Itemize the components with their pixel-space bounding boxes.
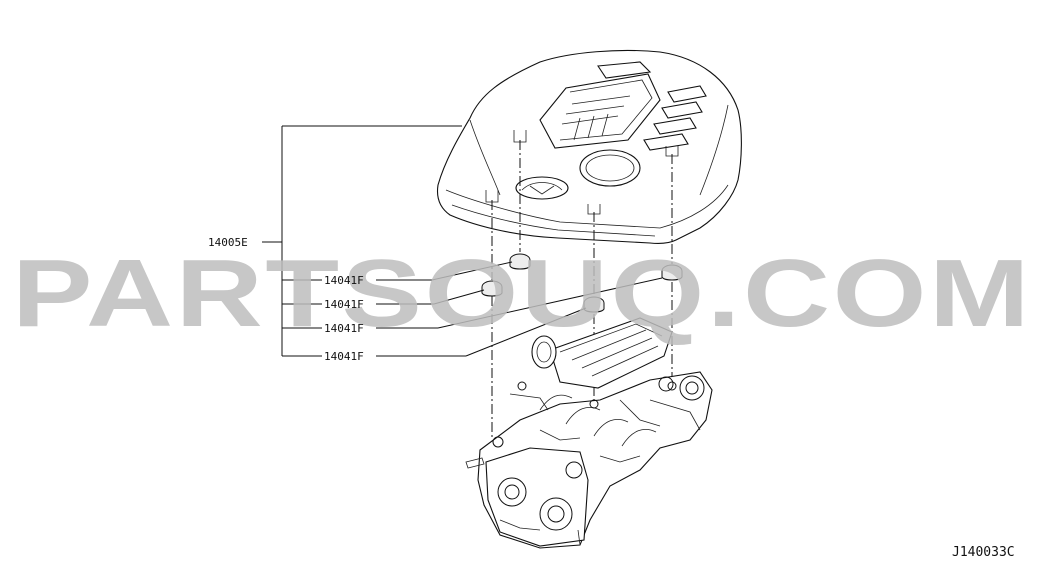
part-label-14041f-3[interactable]: 14041F xyxy=(324,322,364,335)
part-label-14041f-1[interactable]: 14041F xyxy=(324,274,364,287)
grommet-4[interactable] xyxy=(661,264,683,281)
leader-lines xyxy=(262,125,663,357)
alignment-lines xyxy=(491,140,673,440)
watermark: PARTSOUQ.COM xyxy=(12,240,1032,347)
part-label-14005e[interactable]: 14005E xyxy=(208,236,248,249)
grommet-2[interactable] xyxy=(481,280,503,297)
diagram-code: J140033C xyxy=(952,545,1015,560)
grommet-1[interactable] xyxy=(509,253,531,270)
engine-cover[interactable] xyxy=(436,49,742,244)
engine-assembly xyxy=(465,317,713,549)
part-label-14041f-2[interactable]: 14041F xyxy=(324,298,364,311)
part-label-14041f-4[interactable]: 14041F xyxy=(324,350,364,363)
